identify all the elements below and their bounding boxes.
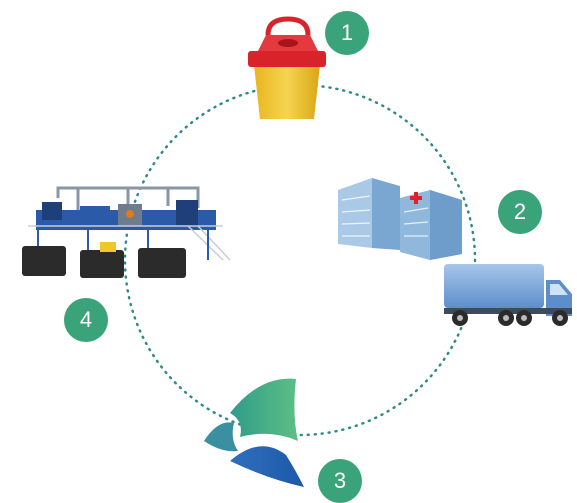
step-number: 2 bbox=[513, 199, 527, 224]
sharps-container-icon bbox=[248, 16, 326, 119]
step-badge-3: 3 bbox=[318, 459, 362, 503]
step-badge-1: 1 bbox=[325, 11, 369, 55]
step-badge-2: 2 bbox=[498, 190, 542, 234]
step-number: 3 bbox=[333, 468, 347, 493]
truck-icon bbox=[444, 264, 572, 326]
hospital-building-icon bbox=[338, 178, 462, 260]
processing-plant-icon bbox=[22, 186, 231, 278]
company-logo-icon bbox=[204, 378, 304, 487]
step-badge-4: 4 bbox=[64, 298, 108, 342]
step-number: 4 bbox=[79, 307, 93, 332]
step-number: 1 bbox=[340, 20, 354, 45]
